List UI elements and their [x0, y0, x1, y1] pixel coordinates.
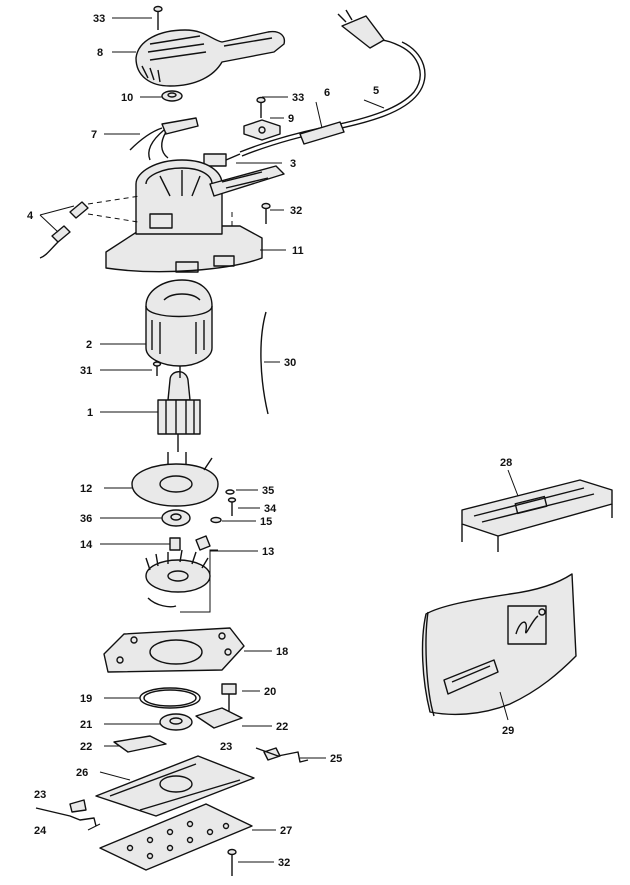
base-plate-18 — [103, 627, 245, 673]
ring-19 — [139, 687, 201, 709]
callout-labels: 33 8 10 7 33 9 6 5 3 4 32 11 2 30 31 1 2… — [27, 13, 514, 869]
fan-13 — [145, 549, 218, 613]
callout-6: 6 — [324, 87, 330, 99]
callout-18: 18 — [276, 646, 288, 658]
callout-8: 8 — [97, 47, 103, 59]
terminal-block-3 — [203, 153, 241, 167]
pin-20 — [221, 683, 237, 714]
power-cord-5 — [239, 9, 426, 157]
callout-24: 24 — [34, 825, 47, 837]
dust-bag-29 — [421, 573, 577, 717]
washer-15 — [210, 516, 222, 524]
bearing-housing-12 — [131, 452, 219, 507]
armature-1 — [157, 366, 201, 452]
washer-35 — [225, 489, 235, 495]
carbon-brushes-4 — [39, 201, 89, 259]
callout-23a: 23 — [220, 741, 232, 753]
cord-clamp-9 — [243, 119, 281, 141]
assembly-guide-lines — [87, 195, 233, 226]
callout-12: 12 — [80, 483, 92, 495]
callout-19: 19 — [80, 693, 92, 705]
screw-32-upper — [261, 202, 271, 224]
callout-10: 10 — [121, 92, 133, 104]
leader-lines — [39, 17, 519, 863]
callout-28: 28 — [500, 457, 512, 469]
callout-14: 14 — [80, 539, 93, 551]
callout-9: 9 — [288, 113, 294, 125]
cord-guard-6 — [299, 121, 345, 145]
sole-frame-26 — [95, 755, 255, 817]
callout-4: 4 — [27, 210, 34, 222]
clip-lever-25 — [255, 747, 309, 763]
callout-32b: 32 — [278, 857, 290, 869]
callout-26: 26 — [76, 767, 88, 779]
callout-35: 35 — [262, 485, 274, 497]
brand-logo-icon — [515, 608, 546, 635]
dust-adapter-28 — [461, 479, 613, 552]
clip-23-left — [69, 799, 87, 813]
screw-32-bottom — [227, 848, 237, 876]
clamp-22-right — [195, 707, 243, 729]
main-housing-11 — [105, 159, 285, 273]
callout-31: 31 — [80, 365, 92, 377]
callout-1: 1 — [87, 407, 93, 419]
callout-32a: 32 — [290, 205, 302, 217]
callout-33b: 33 — [292, 92, 304, 104]
callout-34: 34 — [264, 503, 277, 515]
callout-2: 2 — [86, 339, 92, 351]
callout-11: 11 — [292, 245, 304, 257]
callout-23b: 23 — [34, 789, 46, 801]
sole-plate-27 — [99, 803, 253, 871]
callout-3: 3 — [290, 158, 296, 170]
stator-2 — [145, 279, 213, 367]
callout-30: 30 — [284, 357, 296, 369]
nut-10 — [161, 90, 183, 102]
callout-7: 7 — [91, 129, 97, 141]
callout-15: 15 — [260, 516, 272, 528]
callout-36: 36 — [80, 513, 92, 525]
callout-5: 5 — [373, 85, 379, 97]
motor-cover-8 — [135, 29, 286, 87]
clip-lever-24 — [35, 807, 97, 827]
callout-33a: 33 — [93, 13, 105, 25]
callout-20: 20 — [264, 686, 276, 698]
callout-21: 21 — [80, 719, 92, 731]
callout-29: 29 — [502, 725, 514, 737]
callout-27: 27 — [280, 825, 292, 837]
bearing-21 — [159, 713, 193, 731]
switch-7 — [129, 117, 199, 161]
clamp-22-left — [113, 735, 167, 753]
screw-33-top — [153, 5, 163, 30]
screw-33-middle — [256, 96, 266, 118]
callout-22a: 22 — [276, 721, 288, 733]
callout-22b: 22 — [80, 741, 92, 753]
screw-31 — [152, 361, 162, 376]
wire-link-30 — [260, 311, 269, 415]
bush-14 — [169, 535, 211, 551]
callout-13: 13 — [262, 546, 274, 558]
bearing-36 — [161, 509, 191, 527]
callout-25: 25 — [330, 753, 342, 765]
screw-34 — [227, 497, 237, 516]
